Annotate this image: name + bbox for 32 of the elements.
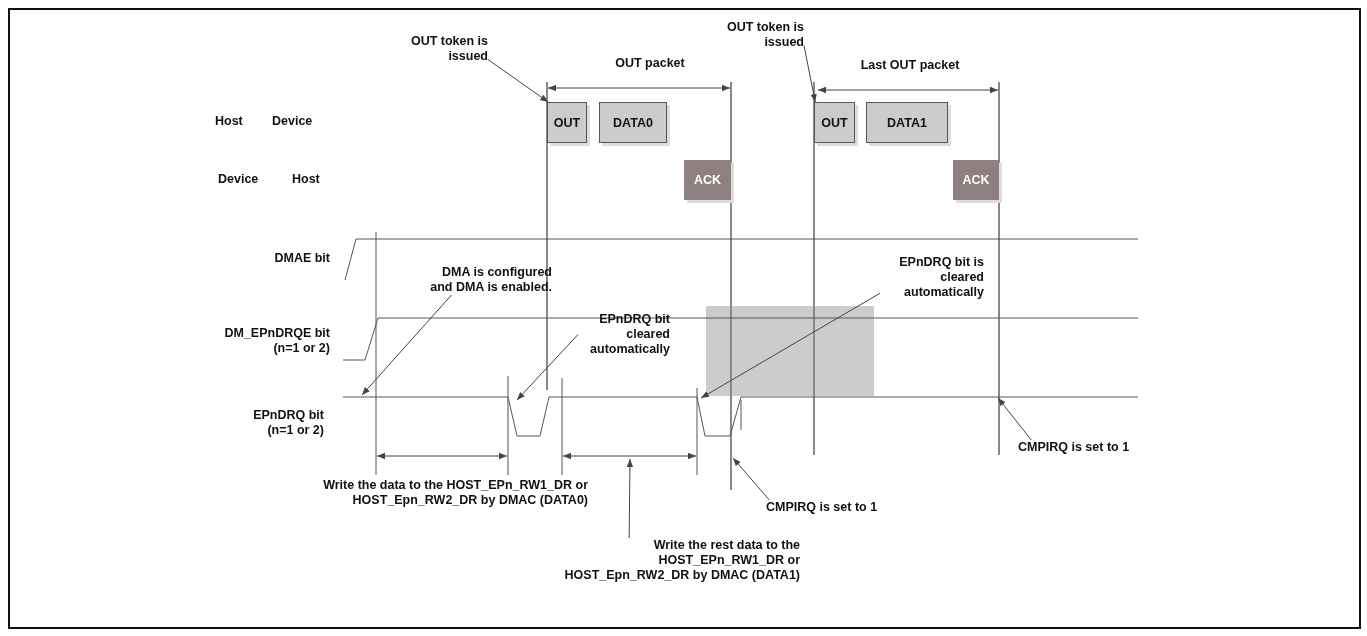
ack-packet-box: ACK bbox=[953, 160, 999, 200]
packet-box: OUT bbox=[547, 102, 587, 143]
ack-packet-box: ACK bbox=[684, 160, 731, 200]
annotation-text: CMPIRQ is set to 1 bbox=[1018, 440, 1130, 455]
leader-line bbox=[732, 457, 770, 501]
signal-label: Device bbox=[272, 114, 314, 129]
annotation-text: EPnDRQ bit cleared automatically bbox=[578, 312, 670, 357]
packet-label: OUT packet bbox=[614, 56, 686, 71]
annotation-text: OUT token is issued bbox=[716, 20, 804, 50]
dimension-label: Write the data to the HOST_EPn_RW1_DR or HOST_Epn_RW2_DR by DMAC (DATA0) bbox=[322, 478, 588, 508]
leader-line bbox=[516, 334, 579, 401]
signal-label: Device bbox=[218, 172, 260, 187]
annotation-text: EPnDRQ bit is cleared automatically bbox=[880, 255, 984, 300]
signal-label: EPnDRQ bit (n=1 or 2) bbox=[252, 408, 324, 438]
packet-label: Last OUT packet bbox=[859, 58, 961, 73]
signal-label: DMAE bit bbox=[273, 251, 330, 266]
signal-label: Host bbox=[292, 172, 321, 187]
packet-box: DATA0 bbox=[599, 102, 667, 143]
annotation-text: Write the rest data to the HOST_EPn_RW1_DR or HOST_Epn_RW2_DR by DMAC (DATA1) bbox=[545, 538, 800, 583]
leader-line bbox=[803, 45, 817, 103]
signal-label: Host bbox=[215, 114, 244, 129]
annotation-text: OUT token is issued bbox=[392, 34, 488, 64]
leader-line bbox=[700, 292, 881, 399]
packet-box: OUT bbox=[814, 102, 855, 143]
leader-line bbox=[997, 397, 1032, 441]
annotation-text: CMPIRQ is set to 1 bbox=[766, 500, 878, 515]
leader-line bbox=[487, 59, 549, 103]
leader-line bbox=[361, 294, 452, 396]
signal-label: DM_EPnDRQE bit (n=1 or 2) bbox=[223, 326, 330, 356]
packet-box: DATA1 bbox=[866, 102, 948, 143]
leader-line bbox=[626, 458, 634, 539]
annotation-text: DMA is configured and DMA is enabled. bbox=[418, 265, 552, 295]
